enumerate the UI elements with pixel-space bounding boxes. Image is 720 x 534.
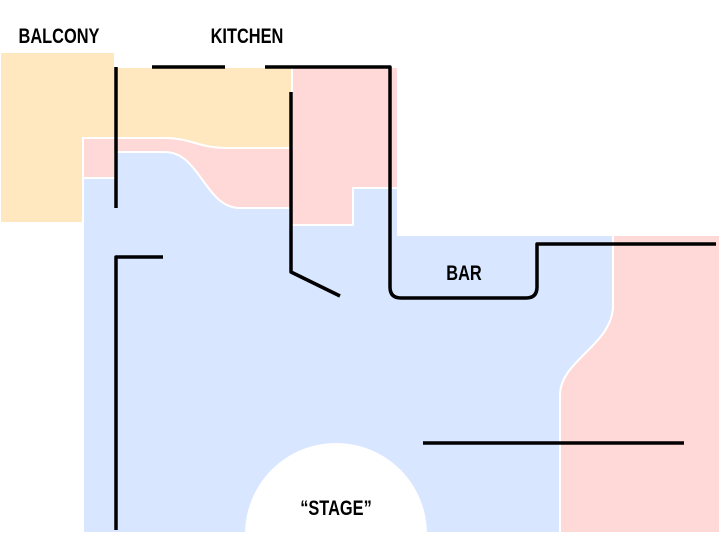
balcony-label: BALCONY (19, 24, 100, 47)
stage-label: “STAGE” (300, 496, 372, 519)
kitchen-label: KITCHEN (211, 24, 284, 47)
blue-zone (82, 151, 614, 534)
wall (114, 255, 163, 530)
bar-wall (265, 65, 716, 300)
stage-area (245, 443, 427, 534)
kitchen-wall (289, 92, 341, 298)
bar-label: BAR (446, 261, 482, 284)
